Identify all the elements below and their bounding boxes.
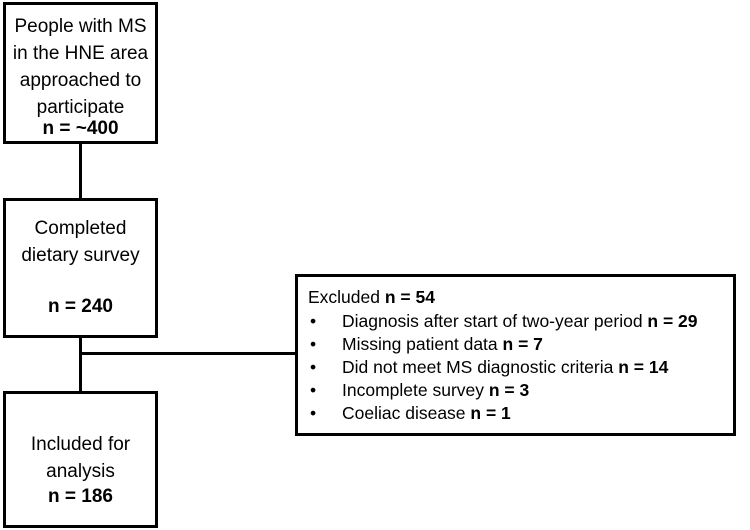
included-count: n = 186 [48,486,113,507]
completed-survey-box: Completed dietary survey n = 240 [3,198,158,338]
bullet-icon: • [310,357,317,377]
included-label: Included for analysis [30,434,131,482]
exclusion-reason-label: Did not meet MS diagnostic criteria [342,357,619,377]
connector-completed-to-included [79,338,82,391]
exclusion-reason-label: Coeliac disease [342,403,471,423]
completed-survey-label: Completed dietary survey [21,218,140,266]
bullet-icon: • [310,380,317,400]
exclusion-reasons-list: • Diagnosis after start of two-year perio… [308,310,723,425]
exclusion-reason-item: • Missing patient data n = 7 [308,333,723,356]
exclusion-reason-item: • Coeliac disease n = 1 [308,402,723,425]
excluded-heading-count: n = 54 [384,287,435,307]
exclusion-reason-item: • Did not meet MS diagnostic criteria n =… [308,356,723,379]
exclusion-reason-count: n = 3 [488,380,530,400]
bullet-icon: • [310,403,317,423]
excluded-heading: Excluded n = 54 [308,286,723,309]
bullet-icon: • [310,311,317,331]
exclusion-reason-count: n = 14 [618,357,669,377]
exclusion-reason-item: • Incomplete survey n = 3 [308,379,723,402]
connector-to-excluded [79,352,295,355]
exclusion-reason-label: Missing patient data [342,334,503,354]
exclusion-reason-count: n = 7 [502,334,543,354]
exclusion-reason-count: n = 29 [647,311,698,331]
included-box: Included for analysis n = 186 [3,391,158,528]
approached-box: People with MS in the HNE area approache… [3,2,158,144]
excluded-box: Excluded n = 54 • Diagnosis after start o… [295,274,736,436]
exclusion-reason-label: Diagnosis after start of two-year period [342,311,648,331]
exclusion-reason-item: • Diagnosis after start of two-year perio… [308,310,723,333]
connector-approached-to-completed [79,144,82,198]
exclusion-reason-count: n = 1 [470,403,511,423]
excluded-heading-label: Excluded [308,287,385,307]
bullet-icon: • [310,334,317,354]
exclusion-reason-label: Incomplete survey [342,380,489,400]
approached-count: n = ~400 [42,118,119,139]
approached-label: People with MS in the HNE area approache… [12,16,149,118]
completed-survey-count: n = 240 [48,296,113,317]
